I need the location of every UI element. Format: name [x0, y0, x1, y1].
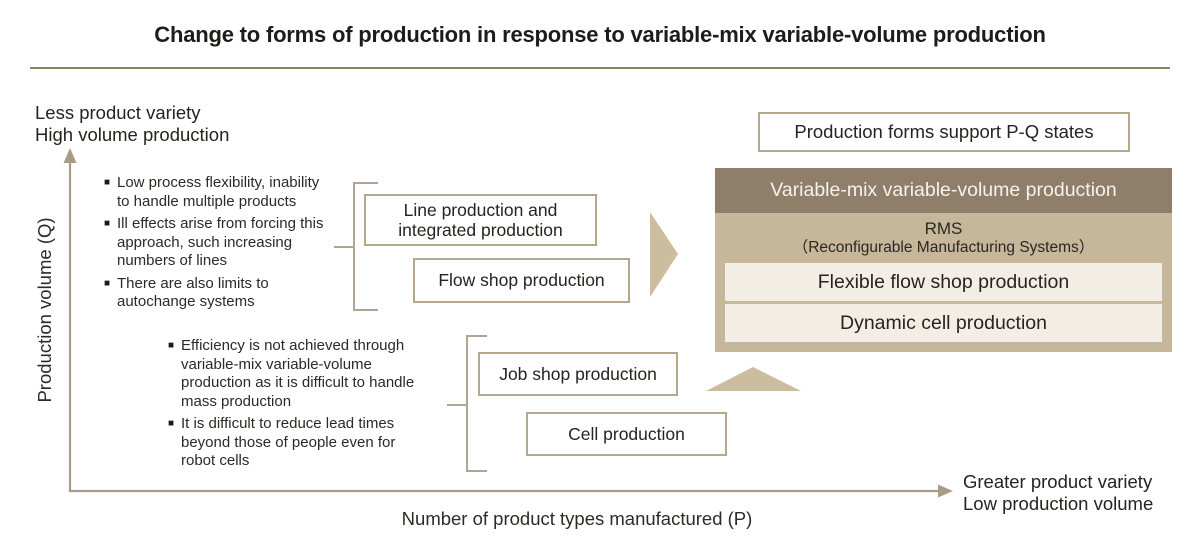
- bullet-square-icon: ■: [104, 177, 111, 188]
- bullet-text: Ill effects arise from forcing this appr…: [117, 215, 324, 269]
- list-item: ■ Efficiency is not achieved through var…: [168, 337, 428, 411]
- flow-arrow-up-icon: [706, 367, 801, 391]
- lower-bullet-list: ■ Efficiency is not achieved through var…: [168, 337, 428, 475]
- variable-mix-panel: Variable-mix variable-volume production …: [715, 168, 1172, 352]
- rms-title: RMS: [924, 219, 963, 238]
- rms-block: RMS （Reconfigurable Manufacturing System…: [715, 213, 1172, 263]
- rms-subtitle: （Reconfigurable Manufacturing Systems）: [792, 239, 1095, 256]
- list-item: ■ Ill effects arise from forcing this ap…: [104, 215, 330, 271]
- top-left-caption-line1: Less product variety: [35, 102, 201, 123]
- bullet-square-icon: ■: [168, 418, 175, 429]
- box-cell-production-label: Cell production: [568, 423, 685, 444]
- bottom-right-axis-caption: Greater product variety Low production v…: [963, 471, 1153, 514]
- bullet-text: There are also limits to autochange syst…: [117, 274, 269, 311]
- box-line-production-label: Line production and integrated productio…: [398, 199, 563, 240]
- box-cell-production: Cell production: [526, 412, 727, 456]
- variable-mix-panel-header: Variable-mix variable-volume production: [715, 168, 1172, 213]
- bullet-text: It is difficult to reduce lead times bey…: [181, 415, 396, 469]
- x-axis-arrow-icon: [938, 484, 953, 498]
- list-item: ■ It is difficult to reduce lead times b…: [168, 415, 428, 471]
- top-left-axis-caption: Less product variety High volume product…: [35, 102, 229, 145]
- page-title: Change to forms of production in respons…: [154, 22, 1046, 47]
- top-left-caption-line2: High volume production: [35, 123, 230, 145]
- panel-item-flexible-flow-shop: Flexible flow shop production: [725, 263, 1162, 301]
- flow-arrow-right-icon: [650, 212, 678, 297]
- support-pq-states-label: Production forms support P-Q states: [794, 121, 1094, 143]
- panel-item-dynamic-cell: Dynamic cell production: [725, 304, 1162, 342]
- bottom-right-caption-line2: Low production volume: [963, 492, 1154, 514]
- box-job-shop-production: Job shop production: [478, 352, 678, 396]
- upper-bullet-list: ■ Low process flexibility, inability to …: [104, 174, 330, 316]
- list-item: ■ Low process flexibility, inability to …: [104, 174, 330, 211]
- x-axis-label: Number of product types manufactured (P): [401, 508, 753, 529]
- box-flow-shop-production: Flow shop production: [413, 258, 630, 303]
- box-line-production: Line production and integrated productio…: [364, 194, 597, 246]
- box-job-shop-production-label: Job shop production: [499, 363, 657, 384]
- bullet-text: Efficiency is not achieved through varia…: [181, 337, 415, 410]
- y-axis-arrow-icon: [63, 148, 77, 163]
- bullet-square-icon: ■: [104, 218, 111, 229]
- bullet-text: Low process flexibility, inability to ha…: [117, 174, 320, 210]
- box-flow-shop-production-label: Flow shop production: [438, 270, 605, 291]
- list-item: ■ There are also limits to autochange sy…: [104, 275, 330, 312]
- bullet-square-icon: ■: [104, 277, 111, 289]
- title-divider: [30, 67, 1170, 69]
- bullet-square-icon: ■: [168, 340, 175, 351]
- bottom-right-caption-line1: Greater product variety: [963, 471, 1153, 492]
- support-pq-states-box: Production forms support P-Q states: [758, 112, 1130, 152]
- y-axis-label: Production volume (Q): [34, 217, 55, 403]
